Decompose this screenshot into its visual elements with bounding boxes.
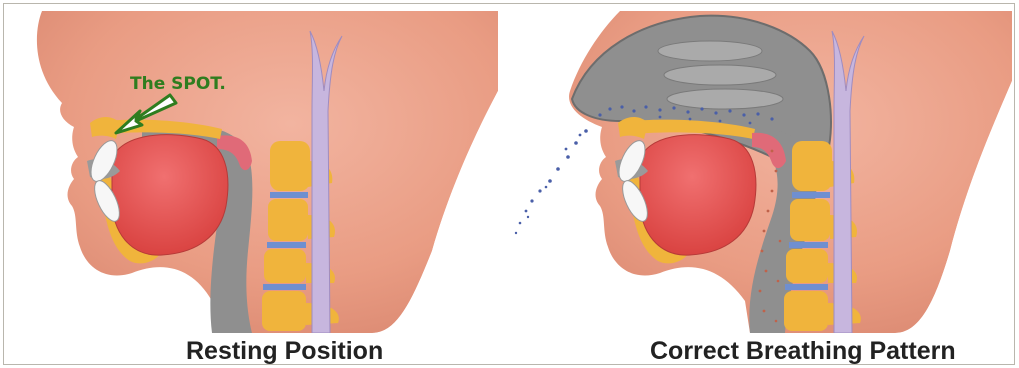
correct-breathing-caption: Correct Breathing Pattern — [650, 337, 956, 366]
resting-head-illustration: The SPOT. — [12, 11, 498, 333]
figure-frame: The SPOT. — [3, 3, 1015, 365]
resting-position-panel: The SPOT. — [12, 11, 498, 333]
resting-position-caption: Resting Position — [186, 337, 383, 366]
breathing-head-illustration — [510, 11, 1012, 333]
spot-label: The SPOT. — [130, 74, 226, 94]
correct-breathing-panel — [510, 11, 1012, 333]
